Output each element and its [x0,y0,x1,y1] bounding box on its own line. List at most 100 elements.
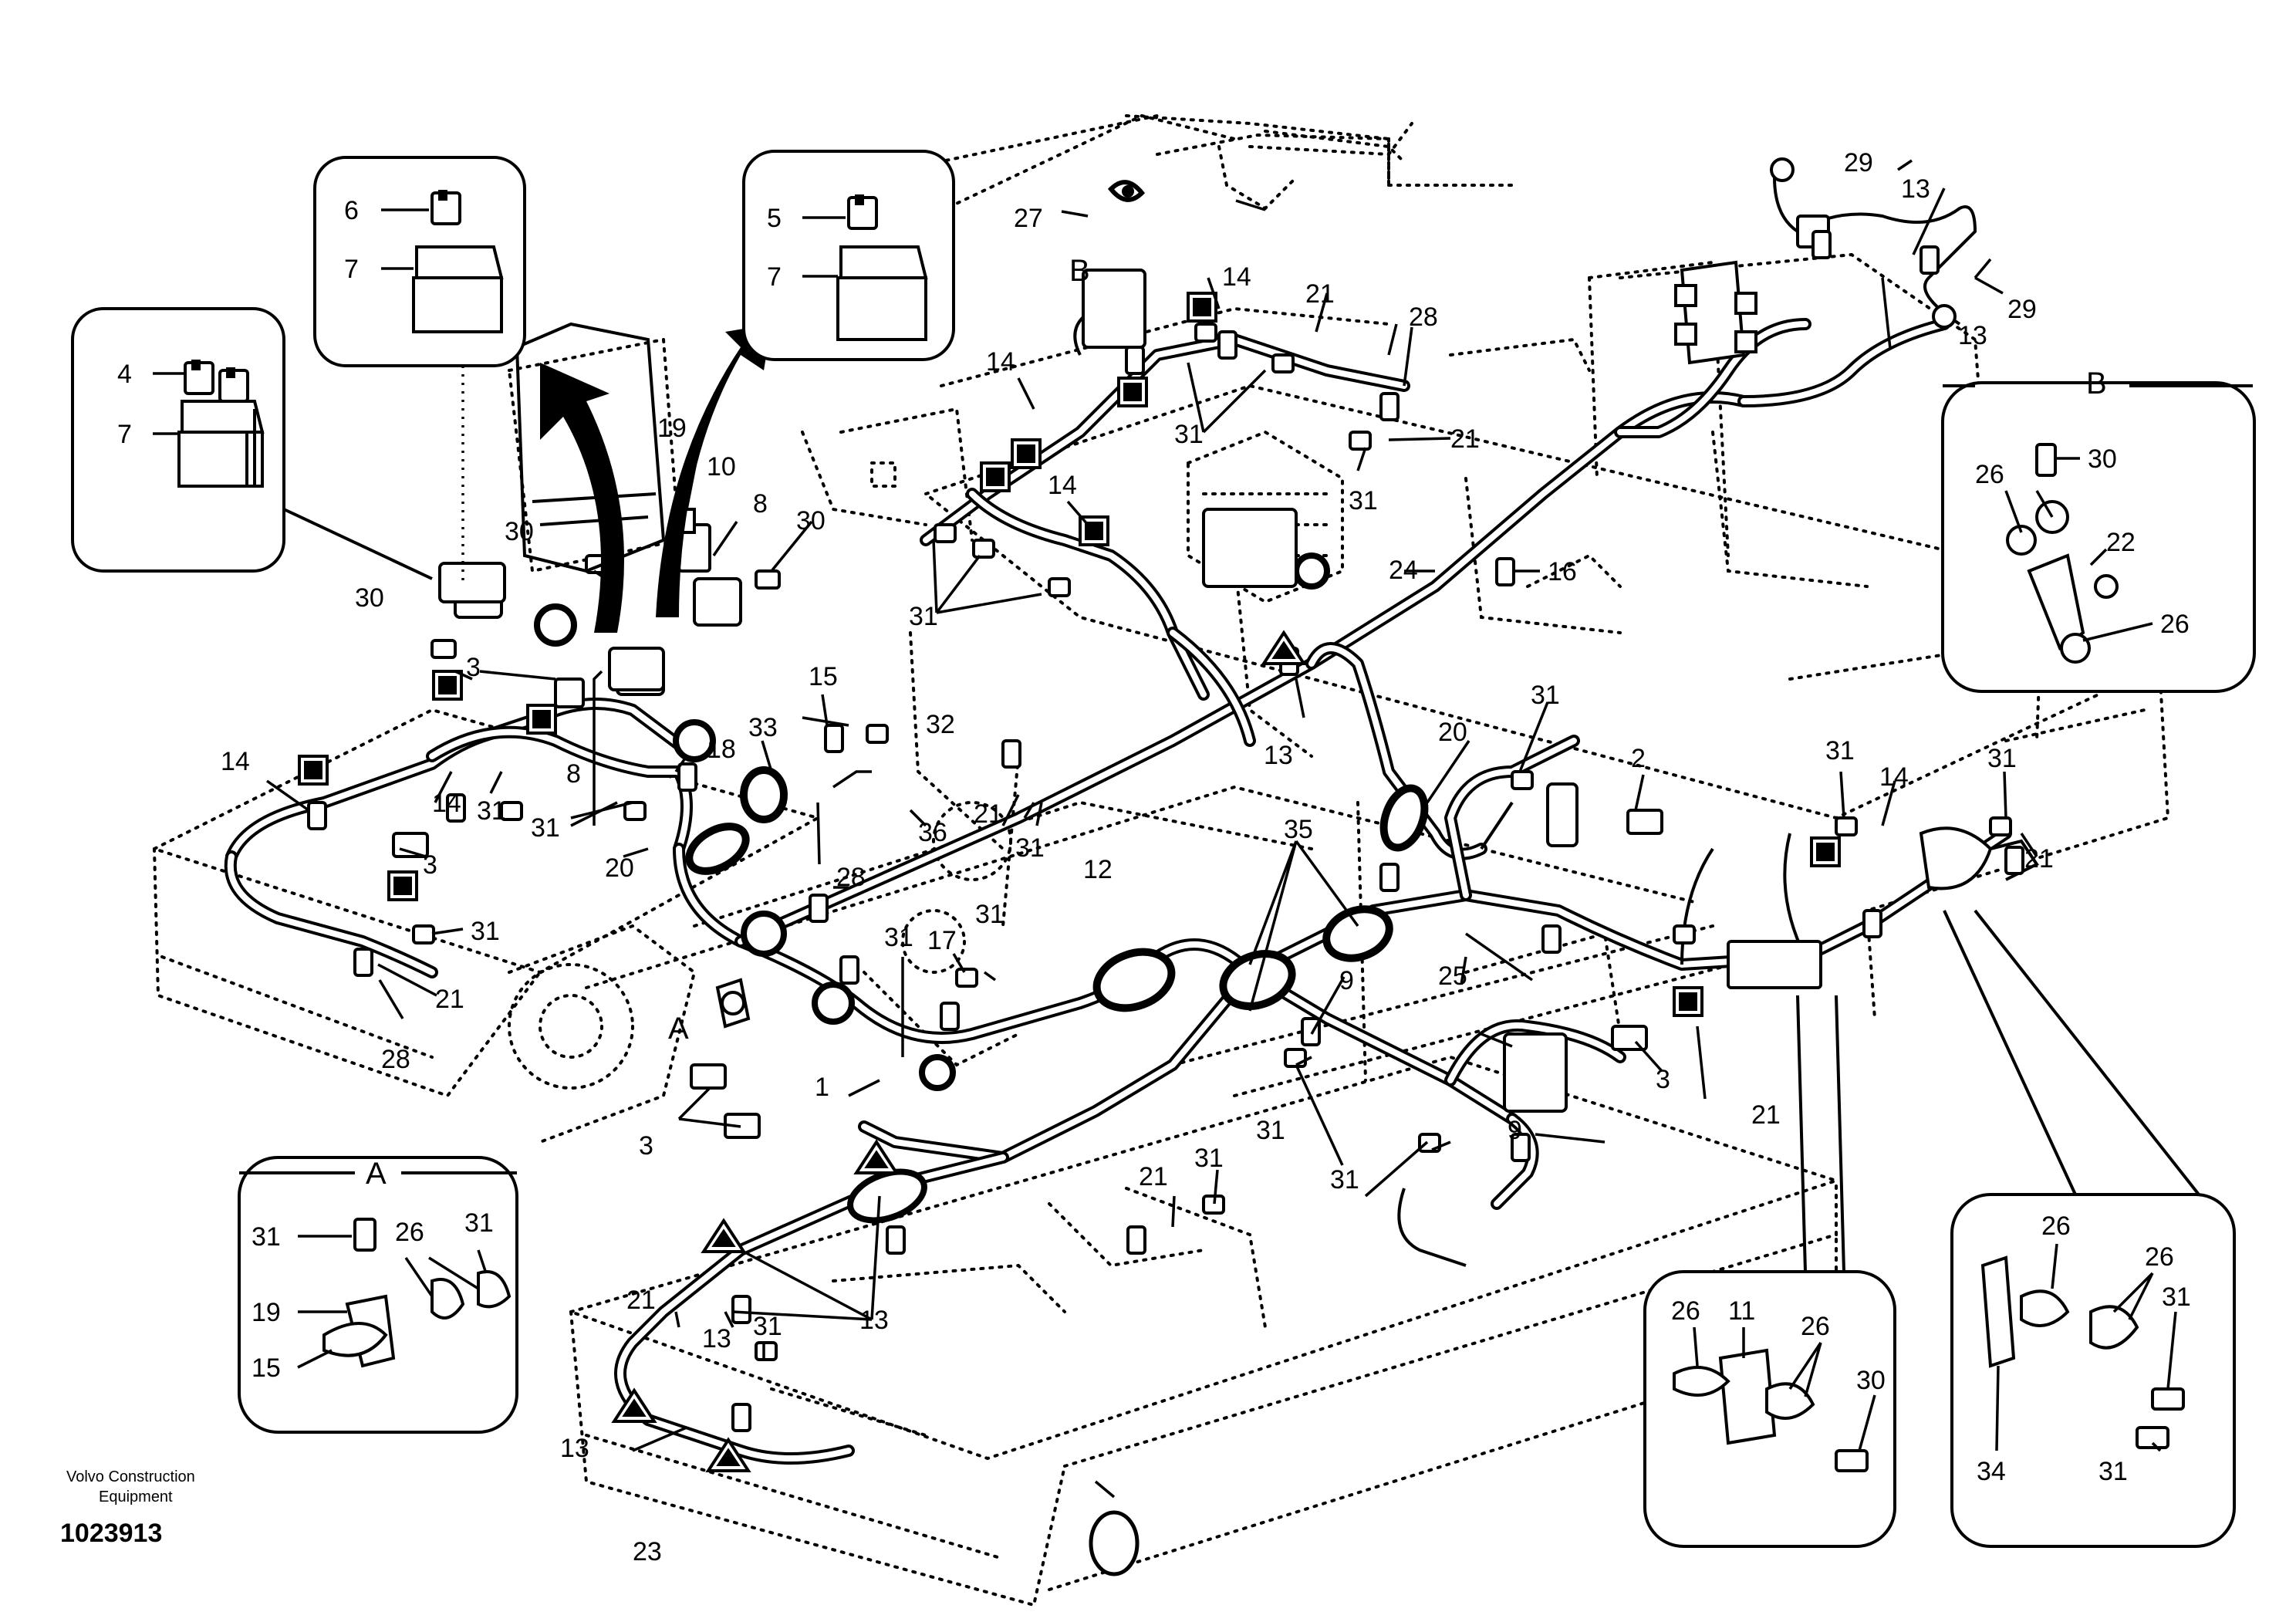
label-part-31: 31 [975,900,1004,929]
label-part-19: 19 [252,1298,281,1327]
label-part-1: 1 [815,1073,829,1102]
label-part-14: 14 [1048,471,1077,500]
detail-a-marker: A [668,1012,689,1046]
label-part-36: 36 [918,818,947,847]
label-part-31: 31 [464,1208,494,1238]
label-part-20: 20 [1438,718,1467,747]
footer-brand: Volvo Construction Equipment 1023913 [60,1468,195,1548]
brand-line-1: Volvo Construction [66,1468,195,1485]
label-part-31: 31 [1987,744,2017,773]
label-part-5: 5 [767,204,782,233]
label-part-31: 31 [1194,1144,1224,1173]
label-part-24: 24 [1389,556,1418,585]
label-part-3: 3 [639,1131,653,1161]
label-part-21: 21 [1305,279,1335,309]
label-part-28: 28 [1409,302,1438,332]
label-part-33: 33 [748,713,778,742]
label-part-13: 13 [1264,741,1293,770]
label-part-3: 3 [423,850,437,880]
label-part-22: 22 [2106,528,2136,557]
inset-relay-5-7 [742,150,955,361]
label-part-4: 4 [117,360,132,389]
label-part-21: 21 [1450,424,1480,454]
label-part-8: 8 [566,759,581,789]
label-part-9: 9 [1508,1116,1522,1145]
label-part-23: 23 [633,1537,662,1566]
label-part-21: 21 [626,1286,656,1315]
label-part-13: 13 [859,1306,889,1335]
label-part-25: 25 [1438,961,1467,991]
label-part-30: 30 [505,517,534,546]
label-part-31: 31 [477,796,506,826]
label-part-34: 34 [1977,1457,2006,1486]
label-part-3: 3 [466,653,481,682]
label-part-20: 20 [605,853,634,883]
label-part-35: 35 [1284,815,1313,844]
inset-detail-b [1941,381,2256,693]
detail-b-title: B [2086,367,2107,400]
label-part-26: 26 [2041,1211,2071,1241]
connectors [307,157,2039,1432]
label-part-31: 31 [1349,486,1378,515]
detail-b-marker: B [1069,254,1090,288]
label-part-8: 8 [753,489,768,519]
label-part-31: 31 [2098,1457,2128,1486]
label-part-19: 19 [657,414,687,443]
label-part-14: 14 [1879,762,1909,792]
label-part-30: 30 [355,583,384,613]
label-part-11: 11 [1728,1296,1755,1326]
label-part-14: 14 [1222,262,1251,292]
label-part-10: 10 [707,452,736,482]
label-part-6: 6 [344,196,359,225]
label-part-26: 26 [1975,460,2004,489]
brand-line-2: Equipment [99,1489,173,1505]
label-part-26: 26 [2145,1242,2174,1272]
label-part-26: 26 [395,1218,424,1247]
label-part-31: 31 [1015,833,1045,863]
part-number-labels: 4 7 6 7 5 7 19 10 8 30 30 30 3 14 14 31 … [117,148,2191,1566]
label-part-32: 32 [926,710,955,739]
label-part-12: 12 [1083,855,1113,884]
label-part-15: 15 [252,1353,281,1383]
label-part-14: 14 [986,347,1015,377]
label-part-31: 31 [1256,1116,1285,1145]
label-part-31: 31 [2162,1282,2191,1312]
label-part-13: 13 [1958,321,1987,350]
label-part-31: 31 [1531,681,1560,710]
label-part-31: 31 [252,1222,281,1252]
triangle-markers [611,630,1307,1472]
label-part-14: 14 [432,789,461,818]
label-part-31: 31 [1825,736,1855,765]
inset-detail-11 [1643,995,1896,1548]
label-part-26: 26 [2160,610,2190,639]
label-part-31: 31 [471,917,500,946]
label-part-31: 31 [531,813,560,843]
label-part-21: 21 [2024,844,2054,874]
label-part-3: 3 [1656,1065,1670,1094]
document-number: 1023913 [60,1519,162,1548]
label-part-31: 31 [1330,1165,1359,1195]
label-part-30: 30 [796,506,826,536]
label-part-31: 31 [884,923,913,952]
inset-detail-34 [1943,909,2236,1548]
label-part-31: 31 [1174,420,1204,449]
label-part-21: 21 [435,985,464,1014]
label-part-17: 17 [927,926,957,955]
label-part-27: 27 [1014,204,1043,233]
label-part-16: 16 [1548,557,1577,586]
label-part-30: 30 [2088,444,2117,474]
label-part-31: 31 [909,602,938,631]
label-part-30: 30 [1856,1366,1886,1395]
inset-relay-4-7 [71,307,433,580]
label-part-13: 13 [560,1434,589,1463]
label-part-29: 29 [1844,148,1873,177]
label-part-31: 31 [753,1312,782,1341]
leader-lines [153,159,2177,1499]
square-markers [298,292,1841,1017]
label-part-18: 18 [707,735,736,764]
label-part-26: 26 [1801,1312,1830,1341]
inset-relay-6-7 [313,156,526,586]
label-part-28: 28 [836,863,866,892]
detail-a-title: A [366,1157,387,1191]
